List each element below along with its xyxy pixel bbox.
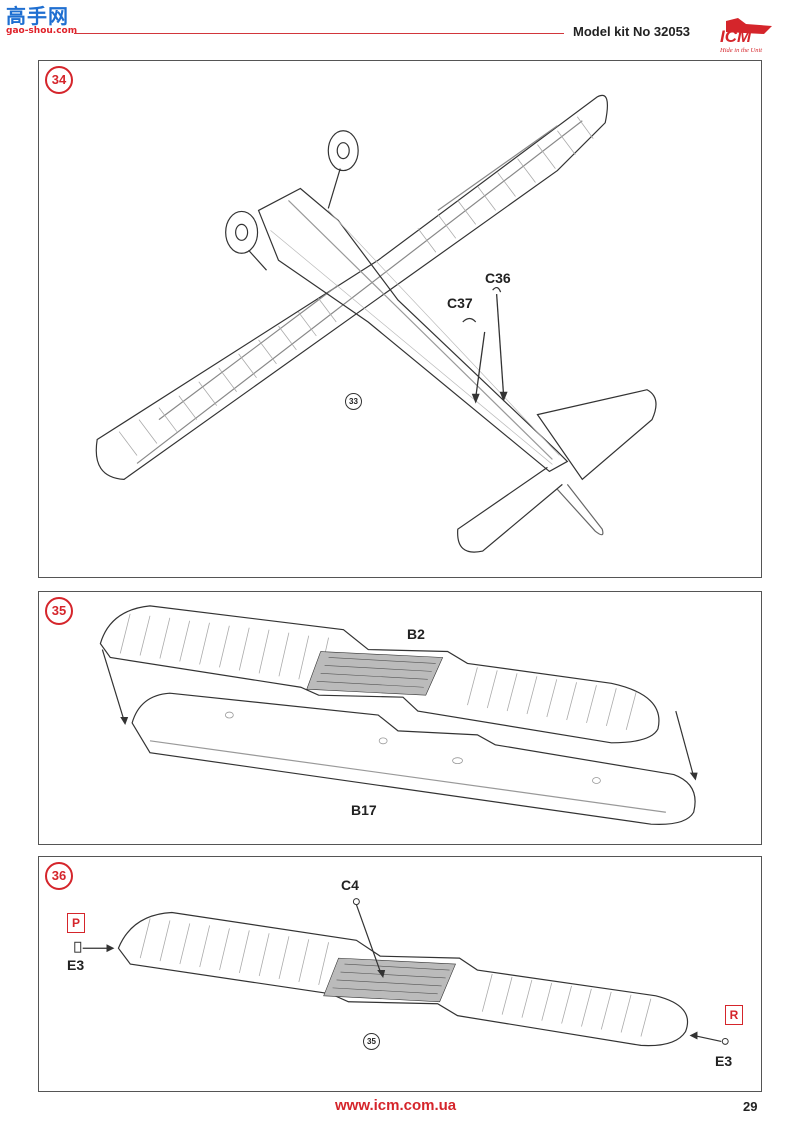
step-number: 34	[45, 66, 73, 94]
logo-brand: ICM	[720, 27, 752, 46]
ref-step-35: 35	[363, 1033, 380, 1050]
part-label-c4: C4	[341, 877, 359, 893]
watermark-url: gao-shou.com	[6, 26, 78, 36]
watermark-name: 高手网	[6, 4, 69, 28]
watermark: 高手网 gao-shou.com	[6, 6, 77, 36]
page-number: 29	[743, 1099, 758, 1114]
step-36-panel: 36 C4 E3 E3 P R 35	[38, 856, 762, 1092]
icm-logo: ICM Hide in the Unit	[719, 18, 772, 54]
part-label-c36: C36	[485, 270, 511, 286]
part-label-c37: C37	[447, 295, 473, 311]
step-number: 36	[45, 862, 73, 890]
kit-title: Model kit No 32053	[573, 24, 691, 39]
wing-tip-parts-illustration	[74, 898, 729, 1047]
header-rule	[74, 33, 564, 34]
ref-step-33: 33	[345, 393, 362, 410]
part-label-e3-right: E3	[715, 1053, 733, 1069]
step-35-panel: 35	[38, 591, 762, 845]
airplane-underside-illustration	[95, 94, 657, 553]
mark-r: R	[725, 1005, 743, 1025]
upper-wing-assembly-illustration	[99, 605, 698, 826]
footer-url[interactable]: www.icm.com.ua	[335, 1097, 457, 1114]
part-label-b17: B17	[351, 802, 377, 818]
step-number: 35	[45, 597, 73, 625]
mark-p: P	[67, 913, 85, 933]
part-label-b2: B2	[407, 626, 425, 642]
logo-tagline: Hide in the Unit	[719, 47, 762, 54]
step-34-panel: 34	[38, 60, 762, 578]
part-label-e3-left: E3	[67, 957, 85, 973]
